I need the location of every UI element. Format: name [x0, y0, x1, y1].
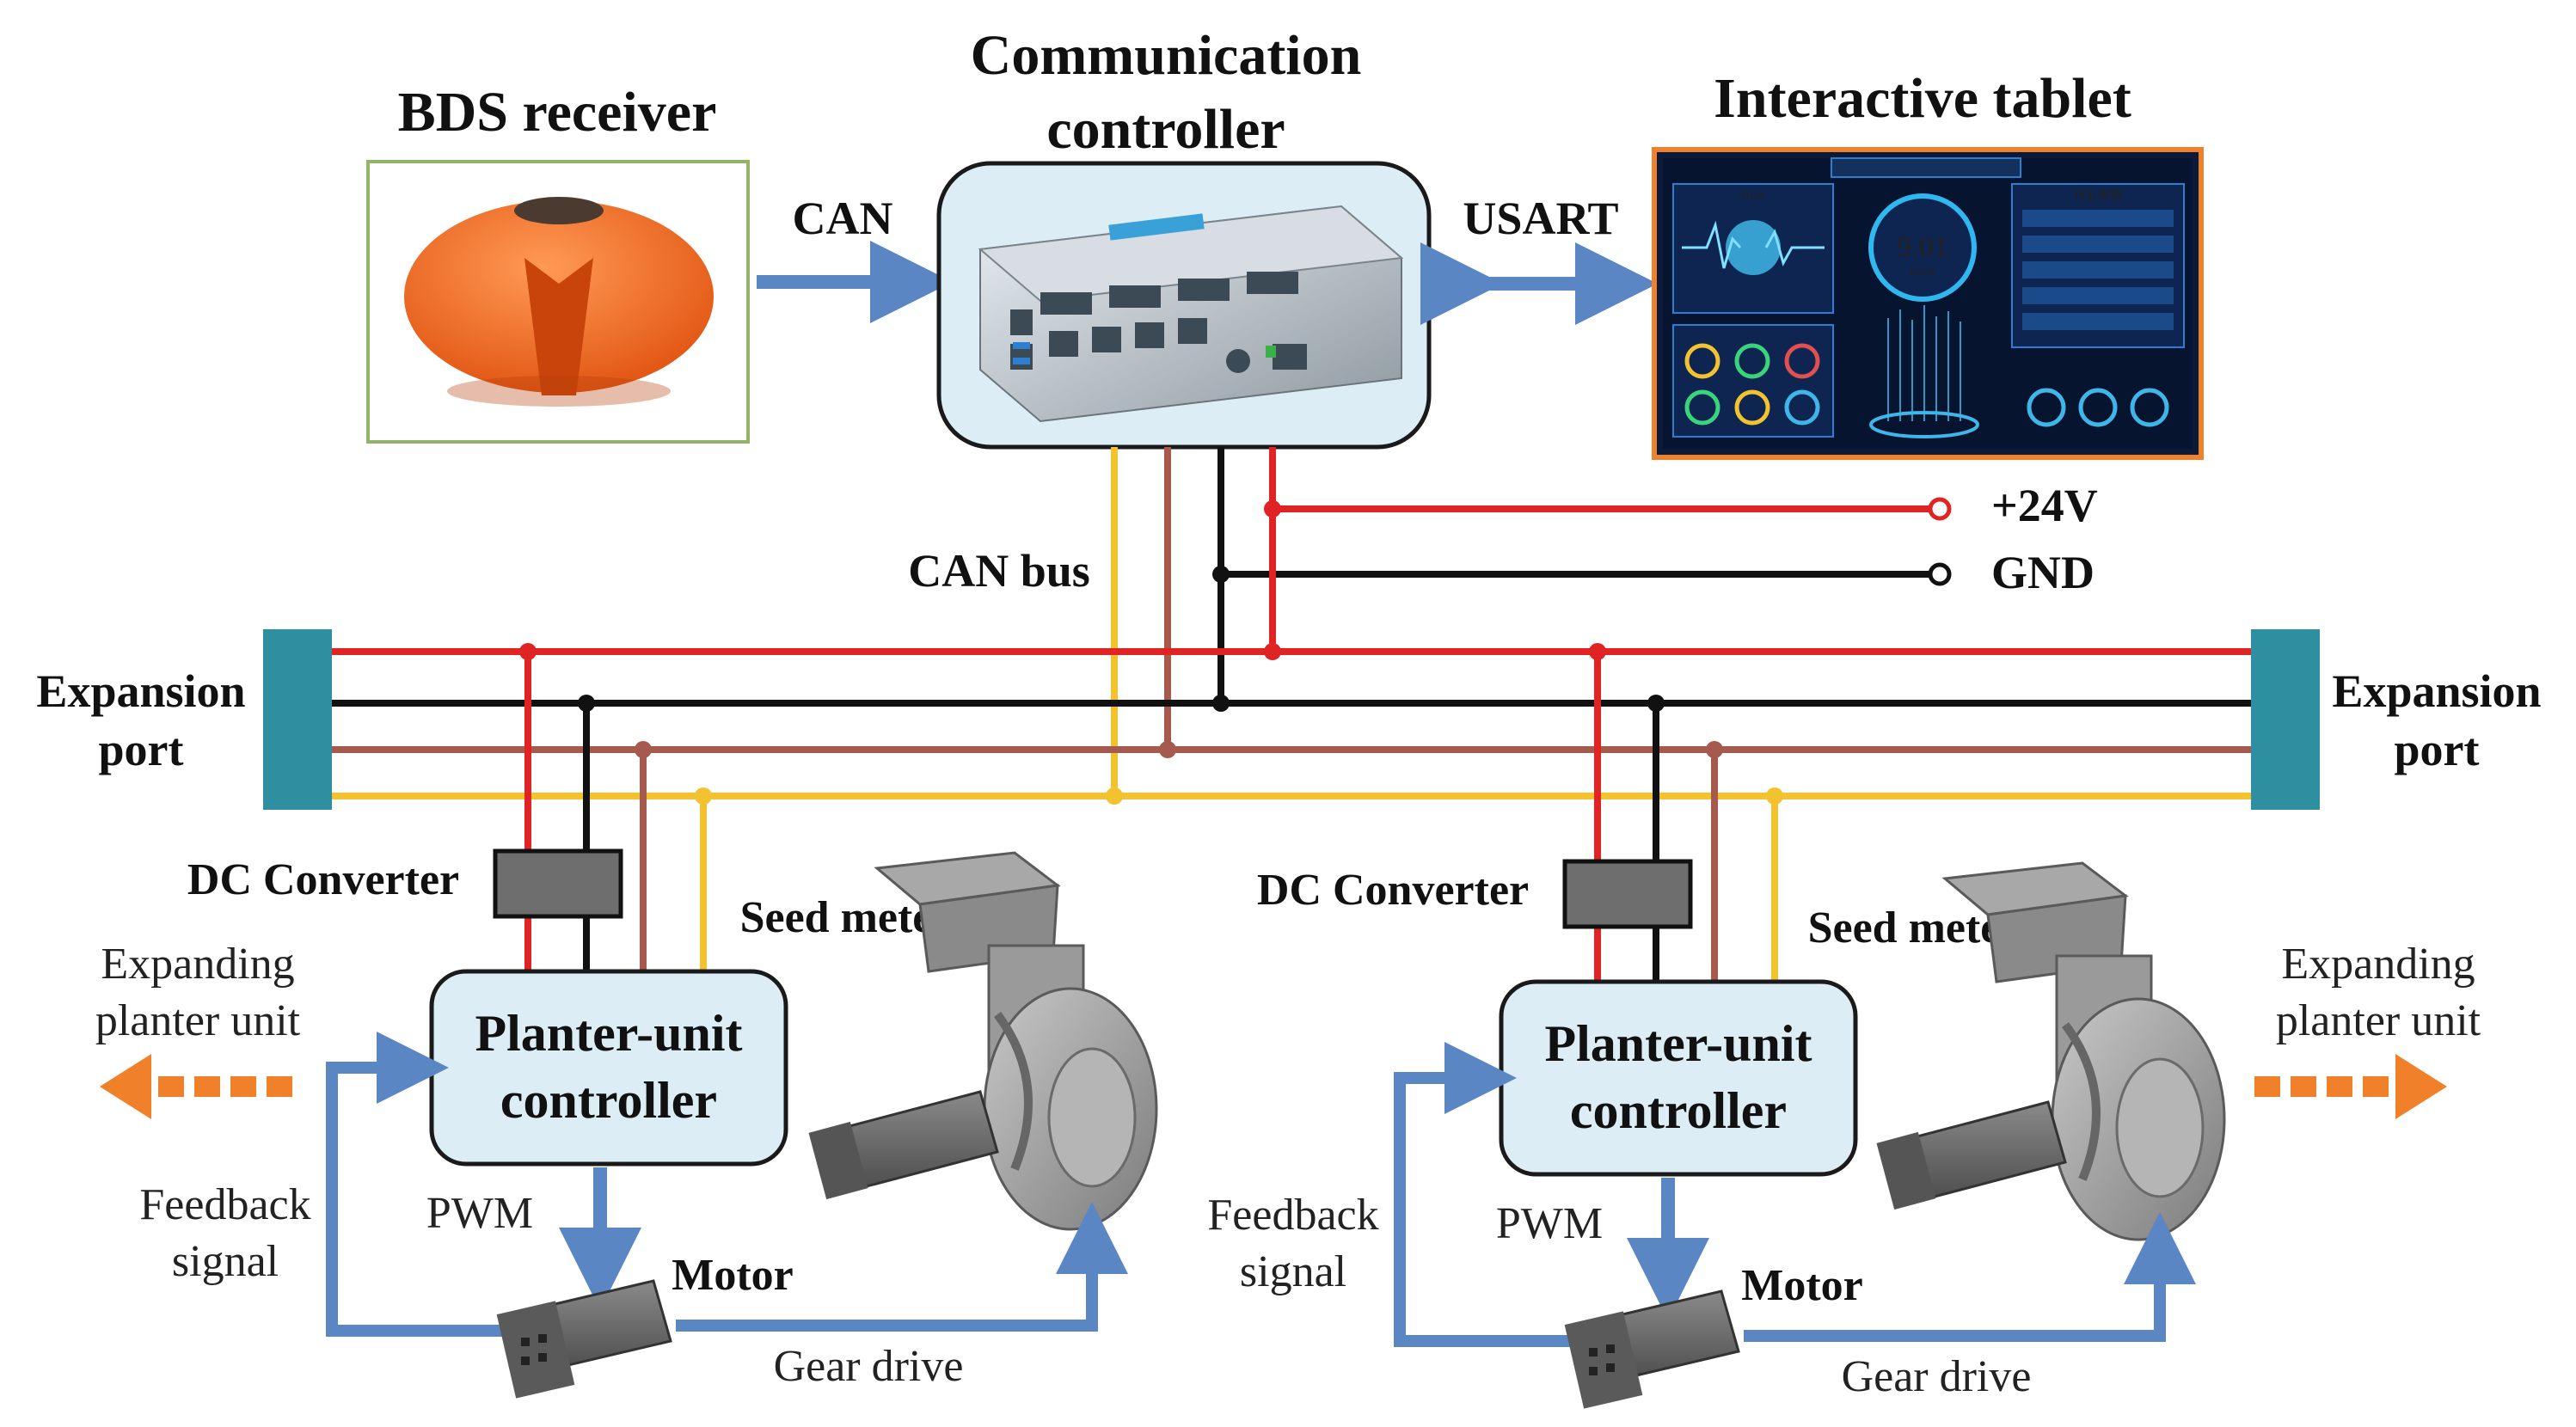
gear-drive-arrow-left [676, 1202, 1128, 1332]
expansion-port-left [263, 629, 332, 810]
can-bus-label: CAN bus [908, 545, 1090, 597]
planter-unit-controller-left-line1: Planter-unit [475, 1005, 742, 1062]
planter-unit-controller-left-line2: controller [500, 1072, 717, 1129]
motor-right-label: Motor [1741, 1261, 1862, 1310]
tablet-speed-value: 9.01 [1897, 231, 1948, 263]
dc-converter-right [1562, 859, 1693, 929]
expanding-planter-arrow-left [100, 1054, 292, 1119]
ground-terminal [1928, 562, 1952, 586]
power-24v-terminal [1928, 497, 1952, 521]
planter-unit-controller-left [429, 969, 788, 1167]
dc-converter-left-label: DC Converter [187, 855, 459, 904]
interactive-tablet-title: Interactive tablet [1714, 67, 2131, 130]
feedback-left-line1: Feedback [139, 1180, 310, 1229]
expanding-planter-right-line1: Expanding [2281, 940, 2475, 989]
expansion-port-left-line2: port [99, 724, 184, 775]
gnd-label: GND [1991, 547, 2095, 598]
planter-unit-left: DC Converter Planter-unit controller See… [95, 643, 1158, 1399]
bds-receiver-title: BDS receiver [398, 81, 717, 144]
gear-drive-right-label: Gear drive [1842, 1352, 2032, 1401]
seed-meter-left-icon [808, 851, 1158, 1231]
dc-converter-right-label: DC Converter [1257, 866, 1529, 915]
feedback-arrow-left [326, 1032, 512, 1337]
tablet-speed-unit: km/h [1911, 266, 1935, 279]
bds-receiver-antenna-icon [404, 197, 714, 407]
plus24v-label: +24V [1991, 480, 2098, 531]
gear-drive-arrow-right [1744, 1212, 2196, 1342]
expanding-planter-right-line2: planter unit [2276, 996, 2481, 1045]
tablet-panel-title-right: 作业参数 [2074, 188, 2122, 203]
communication-controller-title-line2: controller [1046, 98, 1285, 161]
expansion-port-left-line1: Expansion [36, 665, 245, 717]
usart-label: USART [1463, 193, 1618, 244]
feedback-arrow-right [1394, 1042, 1582, 1347]
expanding-planter-arrow-right [2254, 1054, 2447, 1119]
bds-receiver [366, 160, 750, 444]
gear-drive-left-label: Gear drive [774, 1342, 964, 1391]
dc-converter-left [493, 848, 623, 919]
feedback-left-line2: signal [172, 1237, 279, 1286]
pwm-left-label: PWM [426, 1189, 533, 1238]
planter-unit-controller-right-line2: controller [1570, 1082, 1787, 1139]
seed-meter-right-icon [1876, 861, 2226, 1241]
expansion-port-right [2251, 629, 2320, 810]
expansion-port-right-line1: Expansion [2332, 665, 2541, 717]
motor-left-label: Motor [672, 1251, 793, 1300]
expansion-port-right-line2: port [2395, 724, 2480, 775]
communication-controller [936, 161, 1432, 450]
can-label: CAN [793, 193, 893, 244]
planter-unit-controller-right-line1: Planter-unit [1544, 1015, 1812, 1072]
expanding-planter-left-line1: Expanding [101, 940, 294, 989]
motor-left-icon [496, 1279, 672, 1399]
planter-unit-right: DC Converter Planter-unit controller See… [1207, 643, 2481, 1409]
interactive-tablet: BDS 9.01 km/h 作业参数 [1652, 147, 2204, 460]
industrial-pc-icon [978, 205, 1404, 423]
tablet-panel-title-left: BDS [1741, 190, 1764, 203]
feedback-right-line1: Feedback [1207, 1191, 1378, 1240]
planter-unit-controller-right [1499, 979, 1858, 1177]
expanding-planter-left-line2: planter unit [95, 996, 301, 1045]
communication-controller-title-line1: Communication [971, 24, 1362, 87]
feedback-right-line2: signal [1240, 1247, 1346, 1296]
pwm-right-label: PWM [1496, 1199, 1603, 1248]
motor-right-icon [1564, 1289, 1740, 1409]
